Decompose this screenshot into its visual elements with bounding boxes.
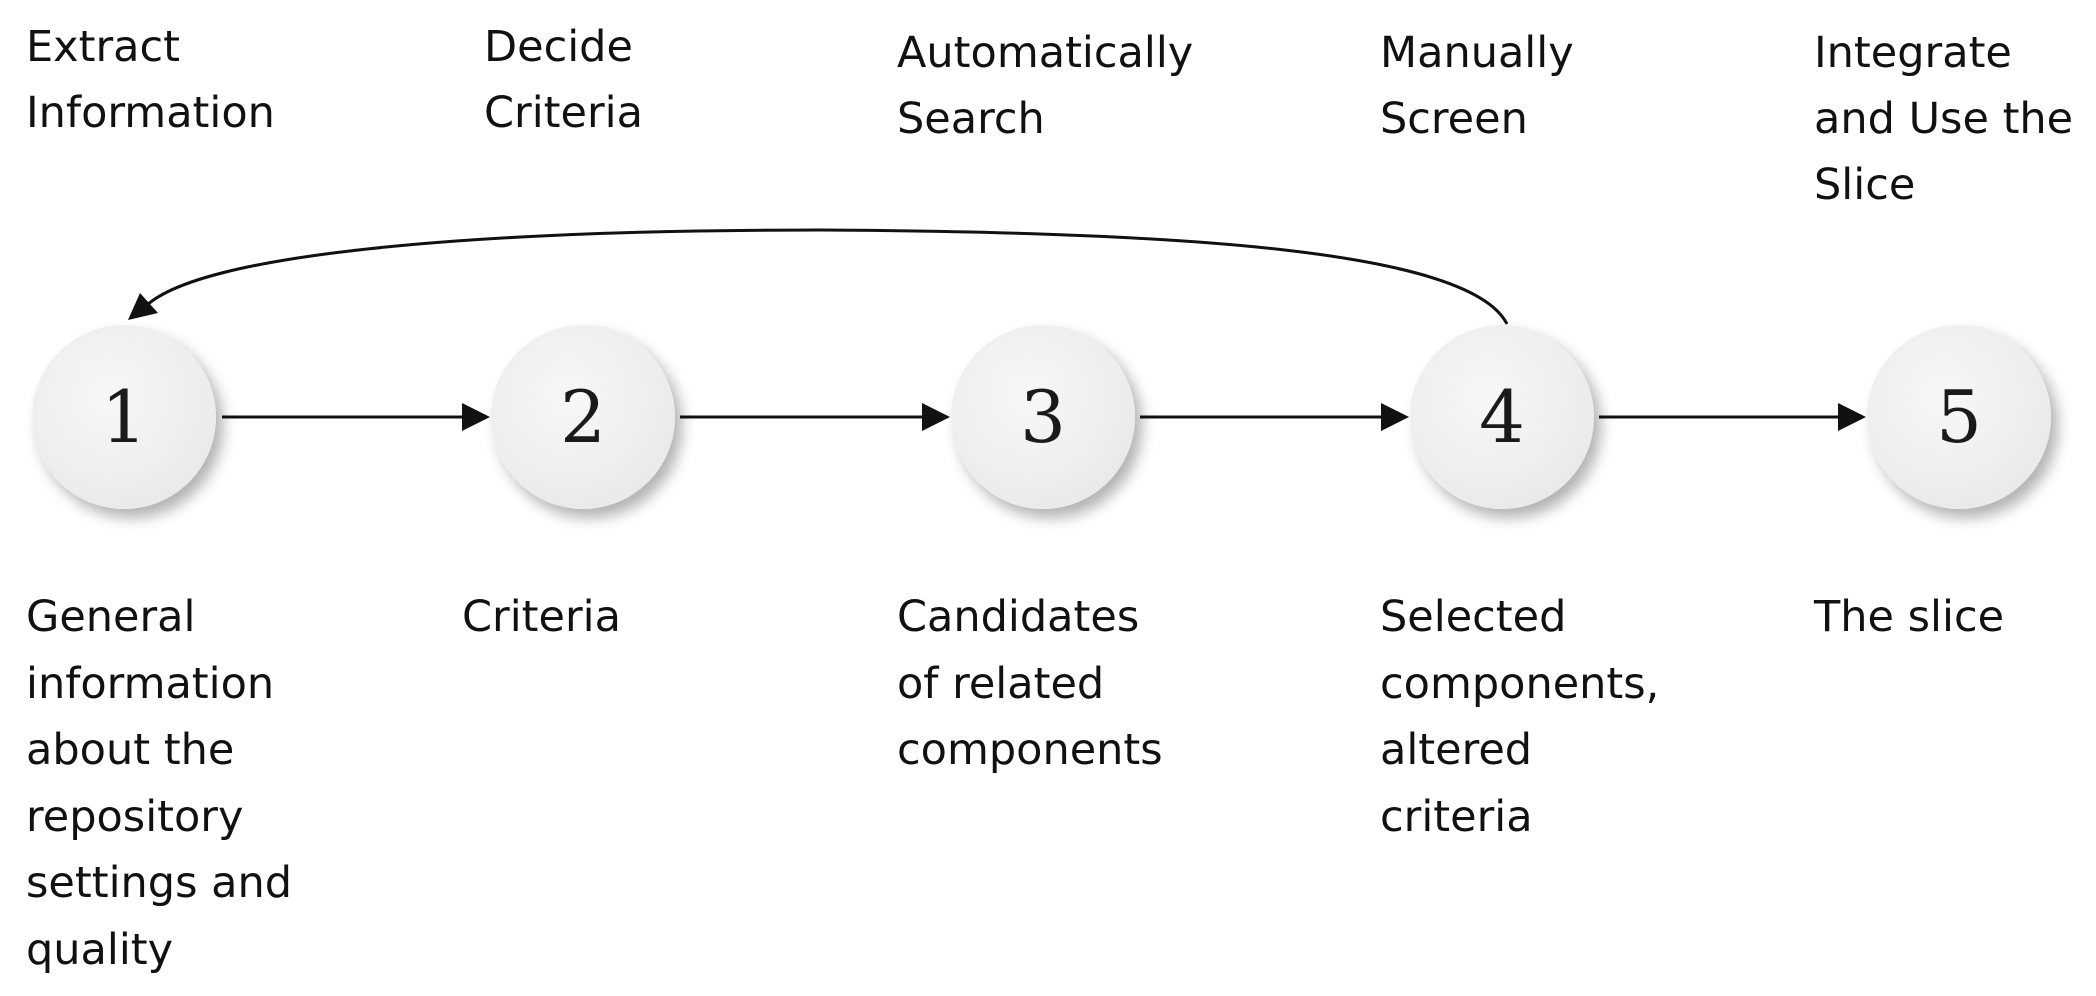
step-1-number: 1 [101, 375, 147, 459]
arrow-2-to-3 [680, 403, 950, 431]
step-5-number: 5 [1936, 375, 1982, 459]
step-4-number: 4 [1479, 375, 1525, 459]
feedback-arrow-4-to-1 [128, 228, 1509, 325]
step-4-output: Selected components, altered criteria [1380, 592, 1660, 842]
step-5-label: Integrate and Use the Slice [1814, 28, 2074, 210]
step-4-label: Manually Screen [1380, 28, 1574, 144]
step-5-node: 5 [1867, 325, 2051, 509]
step-1-node: 1 [32, 325, 216, 509]
step-2-output: Criteria [462, 592, 621, 642]
arrow-1-to-2 [222, 403, 490, 431]
step-2-number: 2 [560, 375, 606, 459]
step-1-output: General information about the repository… [26, 592, 293, 975]
step-3-number: 3 [1020, 375, 1066, 459]
step-3-output: Candidates of related components [897, 592, 1163, 775]
arrow-3-to-4 [1140, 403, 1409, 431]
arrow-4-to-5 [1599, 403, 1866, 431]
step-2-node: 2 [491, 325, 675, 509]
step-4-node: 4 [1410, 325, 1594, 509]
step-1-label: Extract Information [26, 22, 275, 138]
step-3-label: Automatically Search [897, 28, 1194, 144]
step-2-label: Decide Criteria [484, 22, 643, 138]
step-5-output: The slice [1814, 592, 2005, 642]
step-3-node: 3 [951, 325, 1135, 509]
